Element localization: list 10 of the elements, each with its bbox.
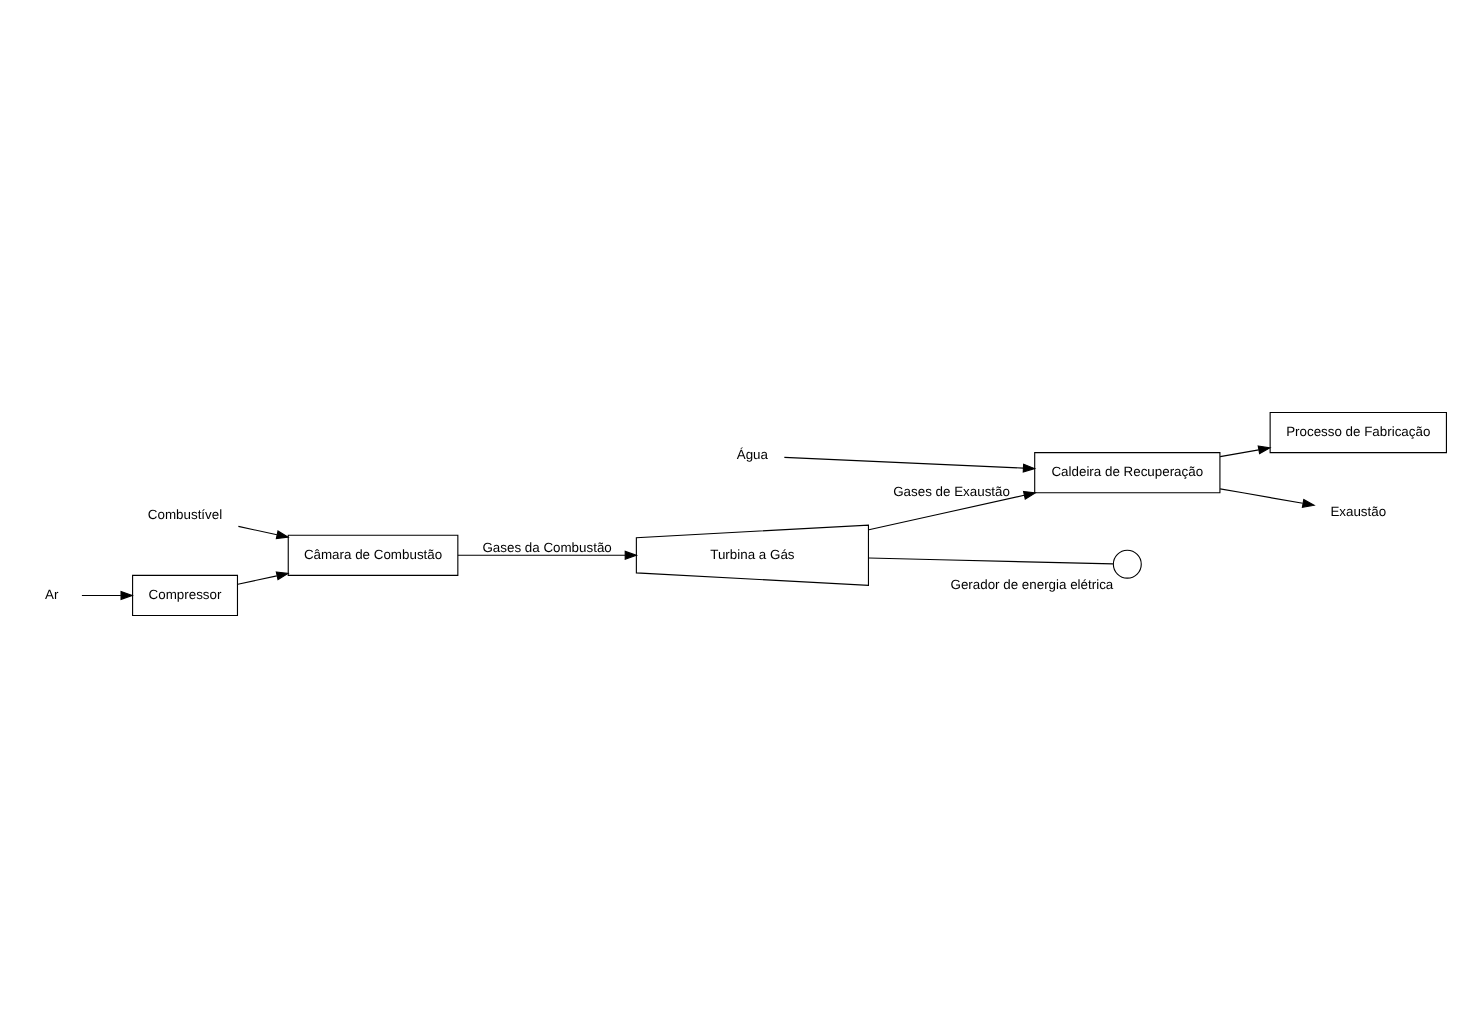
arrow xyxy=(237,570,290,584)
arrow xyxy=(1219,487,1316,507)
arrow xyxy=(81,589,134,600)
arrow xyxy=(868,489,1037,530)
node-circle xyxy=(1112,548,1142,578)
arrow xyxy=(237,524,290,539)
arrow xyxy=(783,455,1037,472)
connector xyxy=(868,556,1114,564)
arrow xyxy=(457,549,639,559)
arrow xyxy=(1219,444,1272,457)
